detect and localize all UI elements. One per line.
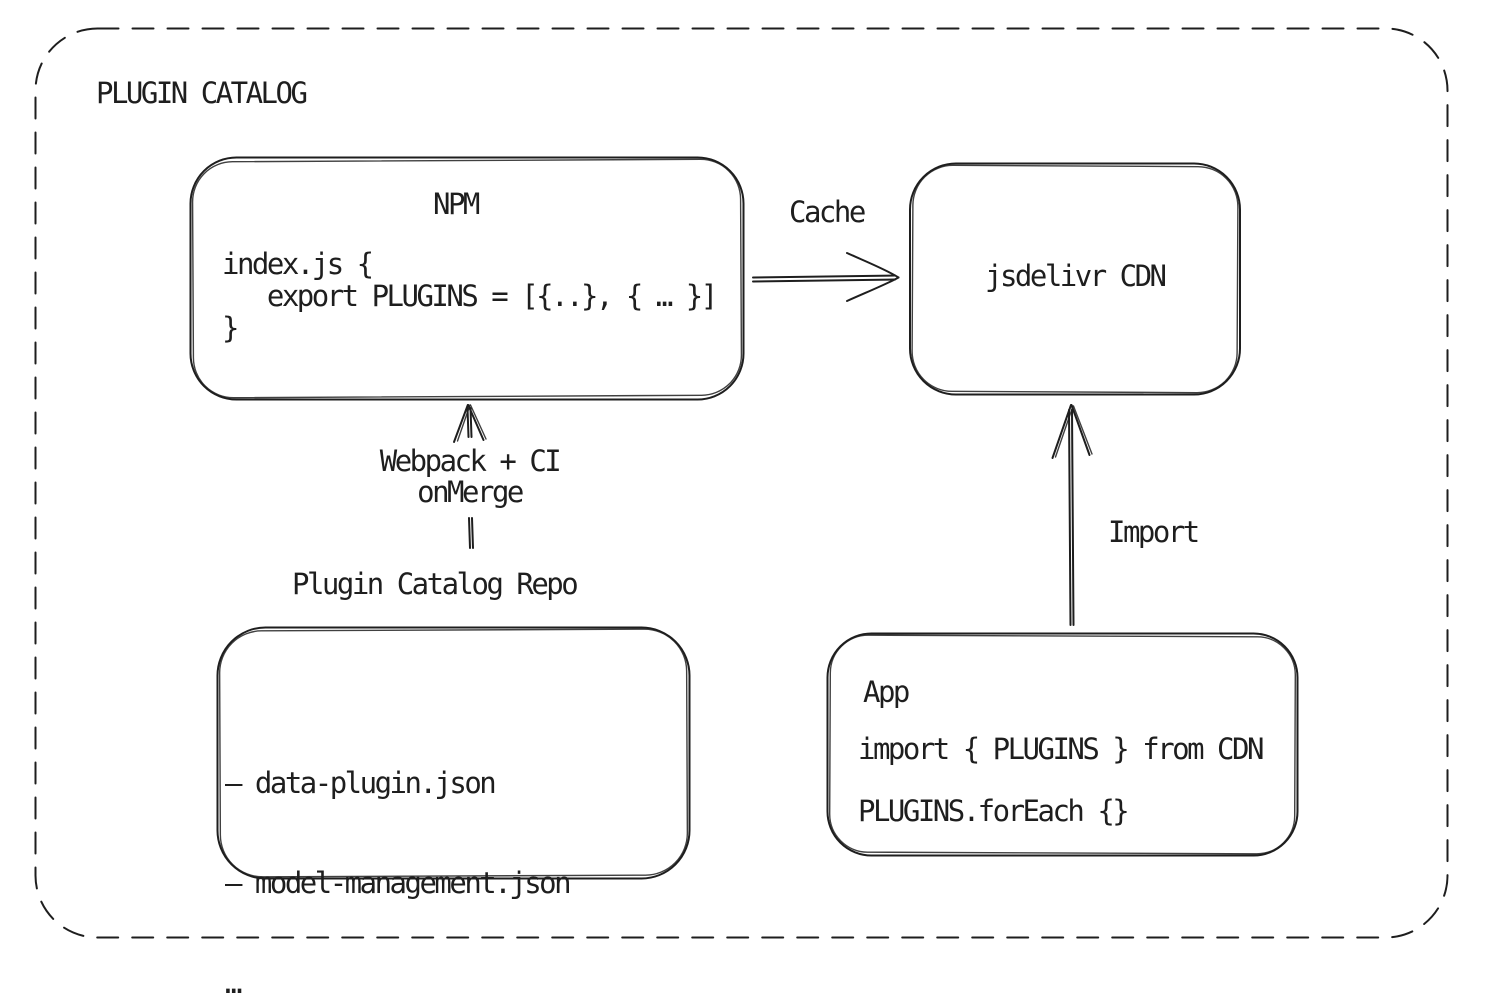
repo-file-list: – data-plugin.json – model-management.js… xyxy=(225,701,572,1002)
npm-node-title: NPM xyxy=(433,187,480,221)
cache-arrow xyxy=(752,252,900,302)
cdn-node-box xyxy=(909,162,1241,396)
repo-file-item: – data-plugin.json xyxy=(225,766,497,800)
catalog-boundary xyxy=(34,27,1449,939)
npm-node-box xyxy=(189,156,745,401)
cdn-node-title: jsdelivr CDN xyxy=(985,259,1167,293)
catalog-title: PLUGIN CATALOG xyxy=(96,76,308,110)
repo-node-box xyxy=(216,626,691,880)
import-arrow-label: Import xyxy=(1108,515,1200,549)
repo-node-title: Plugin Catalog Repo xyxy=(292,567,579,601)
repo-file-item: – model-management.json xyxy=(225,866,572,900)
app-node-title: App xyxy=(863,675,910,709)
app-code-import-line: import { PLUGINS } from CDN xyxy=(858,732,1264,766)
repo-file-item: … xyxy=(225,966,242,1000)
cache-arrow-label: Cache xyxy=(789,195,866,229)
app-node-box xyxy=(826,632,1299,857)
npm-node-code: index.js { export PLUGINS = [{..}, { … }… xyxy=(222,247,718,345)
build-arrow xyxy=(453,404,487,549)
import-arrow xyxy=(1051,404,1093,626)
app-code-foreach-line: PLUGINS.forEach {} xyxy=(858,794,1130,828)
build-arrow-label: Webpack + CI onMerge xyxy=(379,444,562,509)
